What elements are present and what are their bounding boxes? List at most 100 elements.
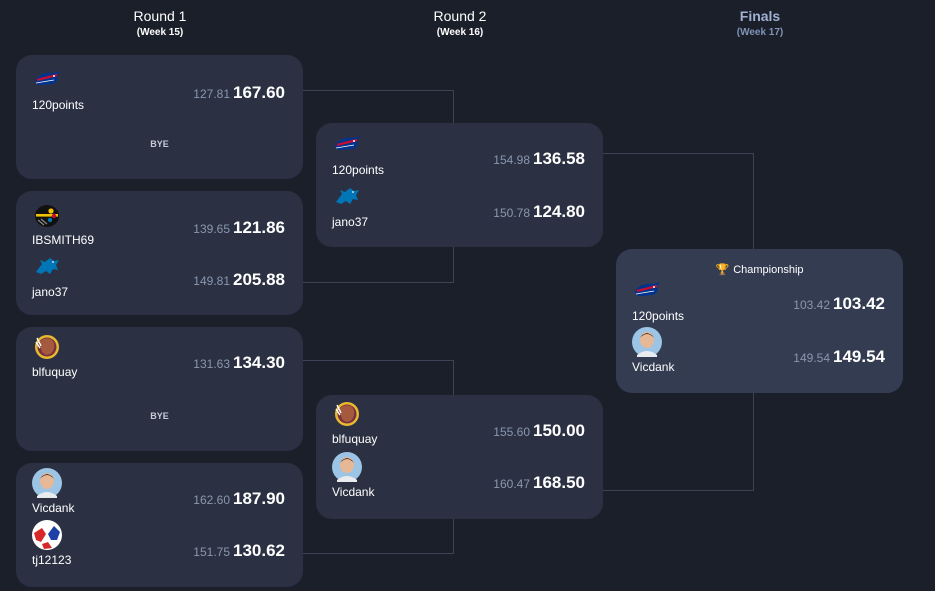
championship-text: Championship [733,264,804,276]
actual-score: 187.90 [233,489,285,508]
bills-logo-icon [332,130,362,160]
connector-line [453,519,454,553]
round2-header: Round 2 (Week 16) [360,8,560,38]
team-name: 120points [32,98,85,112]
lions-logo-icon [332,182,362,212]
finals-header: Finals (Week 17) [660,8,860,38]
round2-subtitle: (Week 16) [436,27,484,38]
round1-title: Round 1 [133,8,187,24]
finals-subtitle: (Week 17) [736,27,784,38]
projected-score: 149.81 [193,274,230,288]
team-name: Vicdank [332,485,375,499]
user-avatar-icon [632,327,662,357]
projected-score: 127.81 [193,87,230,101]
team-entry: jano37 [332,182,368,229]
team-entry: Vicdank [332,452,374,499]
connector-line [453,247,454,282]
team-entry: Vicdank [32,468,74,515]
projected-score: 155.60 [493,425,530,439]
projected-score: 150.78 [493,206,530,220]
connector-line [453,90,454,124]
team-name: jano37 [332,215,369,229]
team-entry: blfuquay [32,332,77,379]
actual-score: 168.50 [533,473,585,492]
connector-line [303,553,454,554]
team-name: 120points [632,309,685,323]
finals-title: Finals [739,8,781,24]
projected-score: 149.54 [793,351,830,365]
connector-line [303,90,454,91]
redskins-logo-icon [32,332,62,362]
actual-score: 124.80 [533,202,585,221]
soccer-ball-avatar-icon [32,520,62,550]
team-name: IBSMITH69 [32,233,95,247]
trophy-icon: 🏆 [715,264,730,276]
actual-score: 205.88 [233,270,285,289]
team-name: blfuquay [32,365,78,379]
team-entry: tj12123 [32,520,71,567]
team-entry: 120points [32,65,84,112]
lions-logo-icon [32,252,62,282]
connector-line [753,393,754,490]
steelers-helmet-icon [32,200,62,230]
actual-score: 150.00 [533,421,585,440]
projected-score: 151.75 [193,545,230,559]
bills-logo-icon [632,276,662,306]
bye-label: BYE [150,139,169,149]
projected-score: 154.98 [493,153,530,167]
actual-score: 136.58 [533,149,585,168]
actual-score: 121.86 [233,218,285,237]
team-name: tj12123 [32,553,72,567]
bills-logo-icon [32,65,62,95]
connector-line [603,490,754,491]
connector-line [303,282,454,283]
round2-title: Round 2 [433,8,487,24]
team-name: Vicdank [32,501,75,515]
team-name: Vicdank [632,360,675,374]
connector-line [453,360,454,396]
redskins-logo-icon [332,399,362,429]
projected-score: 160.47 [493,477,530,491]
round1-subtitle: (Week 15) [136,27,184,38]
team-name: jano37 [32,285,69,299]
projected-score: 139.65 [193,222,230,236]
team-entry: IBSMITH69 [32,200,94,247]
connector-line [753,153,754,250]
actual-score: 103.42 [833,294,885,313]
connector-line [303,360,454,361]
projected-score: 103.42 [793,298,830,312]
actual-score: 167.60 [233,83,285,102]
team-name: blfuquay [332,432,378,446]
team-entry: jano37 [32,252,68,299]
actual-score: 134.30 [233,353,285,372]
user-avatar-icon [32,468,62,498]
team-entry: 120points [332,130,384,177]
actual-score: 130.62 [233,541,285,560]
connector-line [603,153,754,154]
actual-score: 149.54 [833,347,885,366]
projected-score: 131.63 [193,357,230,371]
bye-label: BYE [150,411,169,421]
team-entry: 120points [632,276,684,323]
user-avatar-icon [332,452,362,482]
team-name: 120points [332,163,385,177]
